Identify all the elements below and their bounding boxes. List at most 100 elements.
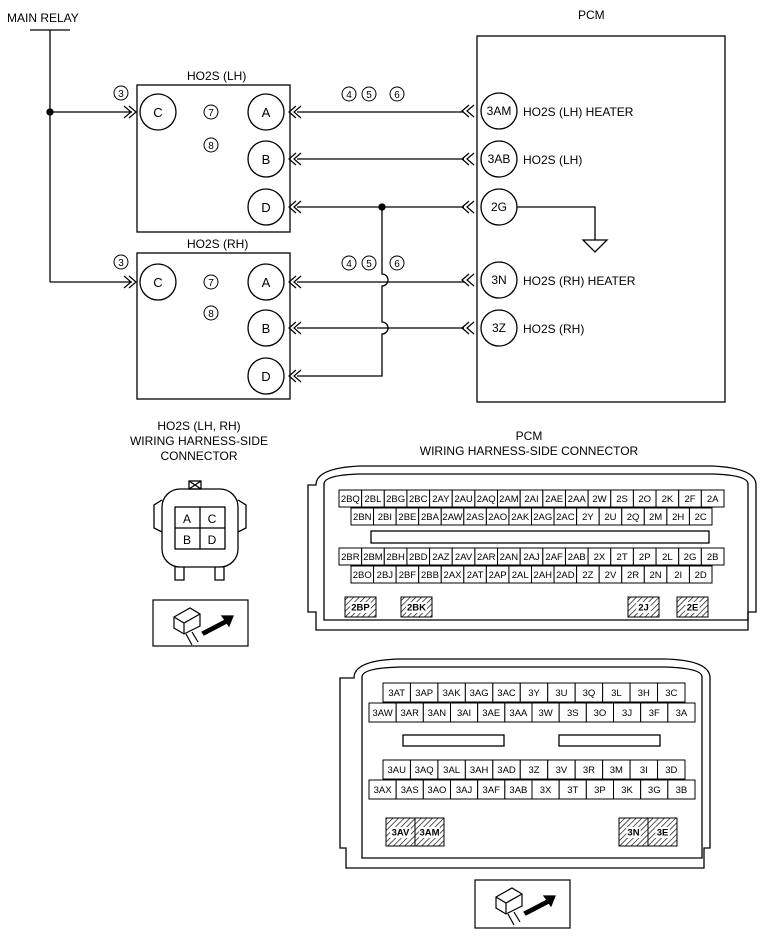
connector-cell-label: 3M xyxy=(610,765,623,776)
connector-cell-label: 3I xyxy=(640,765,648,776)
pcm-ground-wire xyxy=(517,206,596,240)
step-number: 4 xyxy=(346,90,352,101)
connector-cell-label: 2W xyxy=(592,494,606,505)
connector-cell-label: 2Z xyxy=(582,570,593,581)
connector-cell: 3AW xyxy=(368,702,397,723)
connector-cell: 2P xyxy=(632,547,657,566)
connector-cell-label: 3E xyxy=(657,828,669,839)
connector-cell: 3C xyxy=(657,682,686,703)
connector-cell-label: 2BO xyxy=(353,570,372,581)
connector-cell-label: 2BH xyxy=(386,552,405,563)
connector-cell-label: 2AW xyxy=(442,512,462,523)
connector-cell-label: 2H xyxy=(672,512,684,523)
connector-cell-label: 2S xyxy=(616,494,628,505)
connector-cell-label: 2C xyxy=(695,512,707,523)
pin-label: C xyxy=(153,105,162,120)
pcm-label: PCM xyxy=(578,8,605,22)
connector-cell-label: 3AN xyxy=(428,708,447,719)
connector-cell: 2AG xyxy=(531,507,555,526)
connector-cell: 3S xyxy=(558,702,587,723)
connector-cell: 2AF xyxy=(542,547,566,566)
connector-cell: 2Q xyxy=(621,507,645,526)
connector-cell: 2AS xyxy=(463,507,487,526)
pin-rh-b xyxy=(247,309,285,347)
pin-lh-d xyxy=(247,188,285,226)
connector-cell: 2M xyxy=(643,507,668,526)
connector-cell: 3L xyxy=(602,682,631,703)
connector-cell: 2D xyxy=(688,565,713,584)
connector-cell: 3AN xyxy=(422,702,452,723)
connector-cell-label: 3G xyxy=(648,785,661,796)
connector-cell-label: 2BR xyxy=(341,552,360,563)
connector-cell: 3AO xyxy=(422,779,452,800)
pin-lh-c xyxy=(139,93,177,131)
connector-cell-label: 2G xyxy=(684,552,697,563)
connector-cell-label: 3U xyxy=(555,688,567,699)
connector-cell: 3AF xyxy=(477,779,506,800)
pcm-pin-label: 2G xyxy=(491,200,507,214)
connector-cell: 2BG xyxy=(383,489,408,508)
sensor-connector-title: CONNECTOR xyxy=(160,449,237,463)
connector-cell: C xyxy=(208,512,217,526)
connector-cell-label: 2BC xyxy=(409,494,428,505)
connector-cell-label: 2BJ xyxy=(377,570,394,581)
connector-cell: 3AE xyxy=(477,702,506,723)
connector-cell: 2AT xyxy=(463,565,487,584)
connector-cell-label: 3F xyxy=(649,708,660,719)
connector-cell-label: 3AM xyxy=(419,828,439,839)
connector-cell: 2AE xyxy=(542,489,566,508)
step-number: 3 xyxy=(118,89,124,100)
connector-cell-label: 2N xyxy=(650,570,662,581)
connector-cell: 2AV xyxy=(451,547,476,566)
connector-cell-label: 2BM xyxy=(363,552,383,563)
connector-cell: 3M xyxy=(602,759,631,780)
connector-cell: 2H xyxy=(666,507,690,526)
ground-icon xyxy=(581,239,609,253)
connector-cell: 2AY xyxy=(429,489,453,508)
connector-cell: 2AW xyxy=(440,507,465,526)
connector-cell-label: 2T xyxy=(617,552,628,563)
connector-cell: 3G xyxy=(640,779,669,800)
connector-cell-label: 3AV xyxy=(392,828,410,839)
schematic-text: MAIN RELAY PCM HO2S (LH) HO2S (RH) C A B… xyxy=(7,8,636,384)
connector-cell: 2K xyxy=(655,489,680,508)
pcm-pin-label: 3N xyxy=(491,273,506,287)
view-direction-icon xyxy=(152,599,249,647)
connector-cell-label: 2A xyxy=(707,494,719,505)
step-number: 7 xyxy=(208,278,214,289)
connector-cell: 2C xyxy=(688,507,713,526)
connector-cell-label: 2BK xyxy=(407,603,426,614)
connector-cell: 2AC xyxy=(553,507,578,526)
connector-cell: 2AK xyxy=(508,507,532,526)
connector-cell: 3AU xyxy=(382,759,411,780)
connector-cell-label: 2BQ xyxy=(341,494,360,505)
connector-cell: 2E xyxy=(676,596,709,618)
connector-cell-label: 3Q xyxy=(583,688,596,699)
connector-cell-label: 2I xyxy=(674,570,682,581)
connector-cell: 3AR xyxy=(395,702,424,723)
connector-cell: 2BM xyxy=(361,547,385,566)
pin-pcm-3am xyxy=(480,92,518,130)
connector-cell: 2AH xyxy=(531,565,555,584)
connector-cell-label: 3AU xyxy=(387,765,406,776)
connector-cell-label: 3L xyxy=(611,688,622,699)
connector-cell-label: 3AG xyxy=(470,688,489,699)
connector-cell-label: 2AH xyxy=(534,570,553,581)
connector-cell: 2AP xyxy=(485,565,510,584)
view-direction-icon-pcm xyxy=(474,879,571,929)
connector-cell: 2BH xyxy=(383,547,408,566)
connector-cell: 3T xyxy=(558,779,587,800)
connector-cell-label: 2V xyxy=(605,570,617,581)
connector-cell-label: 2M xyxy=(649,512,662,523)
connector-cell-label: 3AF xyxy=(483,785,501,796)
ho2s-rh-box xyxy=(136,252,291,400)
ho2s-rh-label: HO2S (RH) xyxy=(187,237,248,251)
connector-cell-label: 2AF xyxy=(545,552,563,563)
connector-cell-label: 3J xyxy=(622,708,632,719)
connector-cell-label: 3R xyxy=(583,765,595,776)
connector-cell: 3AS xyxy=(395,779,424,800)
connector-cell: 2BN xyxy=(350,507,375,526)
connector-cell: 3V xyxy=(547,759,576,780)
